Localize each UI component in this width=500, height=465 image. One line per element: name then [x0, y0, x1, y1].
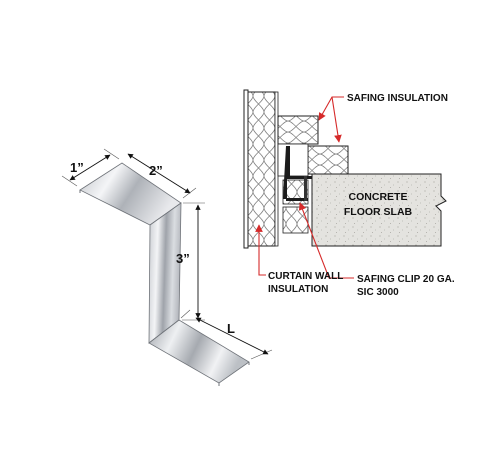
concrete-label-line2: FLOOR SLAB [344, 206, 413, 218]
safing-clip-label-line1: SAFING CLIP 20 GA. [357, 274, 455, 285]
curtain-wall-arrow [255, 224, 266, 276]
curtain-wall-insulation [247, 91, 276, 247]
dim-width-line [69, 154, 111, 181]
safing-clip-section [283, 146, 312, 199]
safing-insulation-gap [277, 143, 309, 177]
safing-insulation-label: SAFING INSULATION [347, 93, 448, 104]
curtain-wall-label-line1: CURTAIN WALL [268, 271, 343, 282]
safing-clip-arrow [298, 202, 354, 279]
curtain-wall-label-line2: INSULATION [268, 284, 328, 295]
clip-dimensions [61, 148, 273, 360]
dim-length-label: L [227, 321, 235, 336]
safing-clip-label-line2: SIC 3000 [357, 287, 399, 298]
safing-insulation-arrow-2 [331, 96, 342, 143]
dim-depth-line [127, 153, 191, 194]
safing-insulation-upper [277, 115, 319, 145]
callout-arrows [255, 96, 354, 279]
safing-insulation-lower [307, 145, 349, 175]
dim-length-line [195, 317, 269, 355]
section-detail [243, 89, 447, 249]
dim-width-label: 1” [70, 160, 84, 175]
dim-height-label: 3” [176, 251, 190, 266]
curtain-wall-skin [243, 89, 249, 249]
concrete-label-line1: CONCRETE [349, 191, 408, 203]
dim-depth-label: 2” [149, 163, 163, 178]
safing-clip-3d [79, 162, 250, 386]
concrete-floor-slab [311, 173, 447, 247]
safing-insulation-arrow [318, 96, 344, 121]
